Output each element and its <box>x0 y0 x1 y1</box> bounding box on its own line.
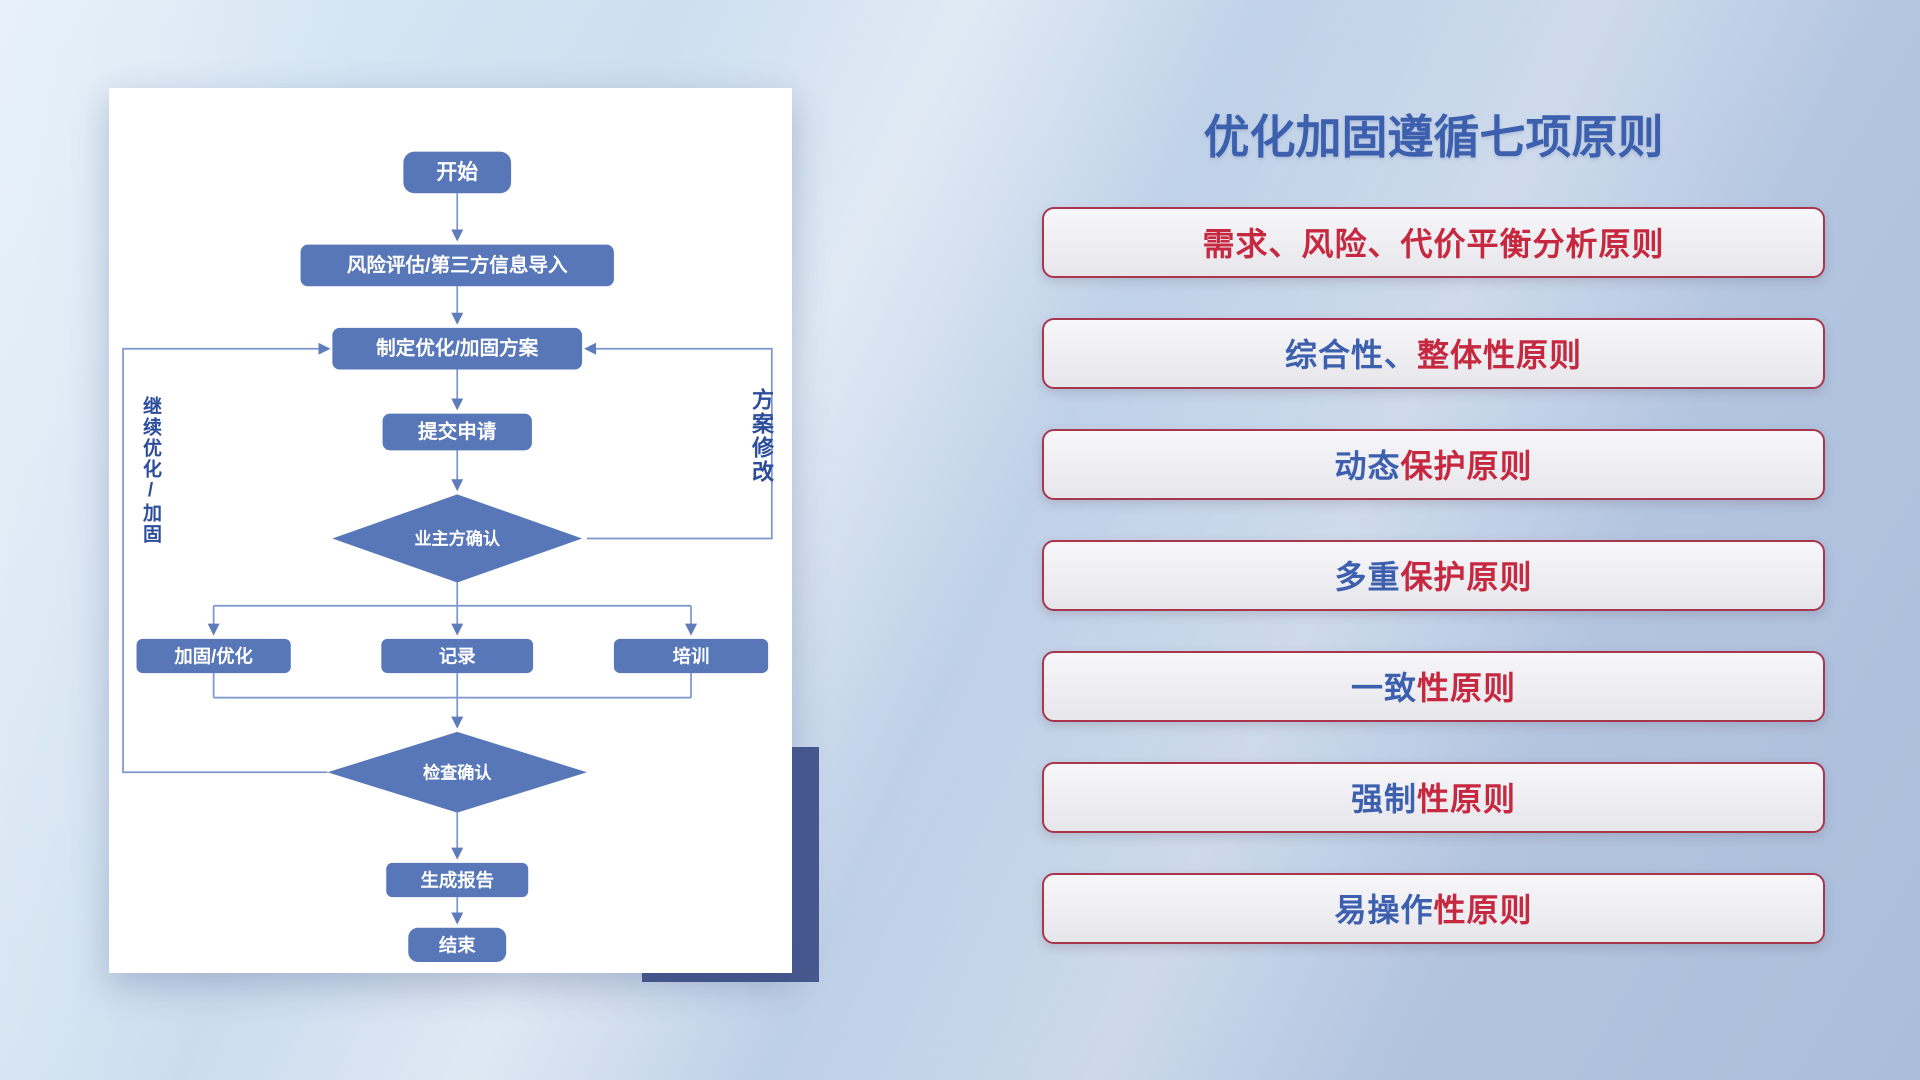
principle-text: 性原则 <box>1433 892 1533 929</box>
flow-node-risk-assessment: 风险评估/第三方信息导入 <box>300 244 614 287</box>
principle-item: 综合性、整体性原则 <box>1042 317 1825 389</box>
principles-list: 需求、风险、代价平衡分析原则综合性、整体性原则动态保护原则多重保护原则一致性原则… <box>1042 206 1825 944</box>
flow-node-reinforce-optimize: 加固/优化 <box>136 638 291 674</box>
svg-text:开始: 开始 <box>436 160 478 184</box>
svg-text:加固/优化: 加固/优化 <box>173 645 253 666</box>
flow-node-training: 培训 <box>613 638 769 674</box>
principle-text: 一致 <box>1350 670 1417 707</box>
flow-node-start: 开始 <box>403 151 512 194</box>
edge-plan-revision-loop <box>584 342 773 540</box>
principle-text: 动态 <box>1334 448 1401 485</box>
principle-text: 整体性原则 <box>1417 337 1583 374</box>
principle-item: 多重保护原则 <box>1042 539 1825 611</box>
principle-item: 需求、风险、代价平衡分析原则 <box>1042 206 1825 278</box>
principle-text: 保护原则 <box>1400 559 1533 596</box>
principle-text: 性原则 <box>1417 781 1517 818</box>
principle-text: 强制 <box>1350 781 1417 818</box>
flow-edges <box>122 193 773 925</box>
flowchart-card: 开始 风险评估/第三方信息导入 制定优化/加固方案 提交申请 业主方确认 加固/… <box>109 88 792 973</box>
flow-node-check-confirm: 检查确认 <box>327 731 587 813</box>
svg-text:结束: 结束 <box>439 934 476 955</box>
flow-node-end: 结束 <box>408 927 507 962</box>
principle-item: 动态保护原则 <box>1042 428 1825 500</box>
svg-text:提交申请: 提交申请 <box>418 420 497 443</box>
svg-text:生成报告: 生成报告 <box>421 869 494 890</box>
principles-panel: 优化加固遵循七项原则 需求、风险、代价平衡分析原则综合性、整体性原则动态保护原则… <box>1042 112 1825 944</box>
svg-text:风险评估/第三方信息导入: 风险评估/第三方信息导入 <box>347 253 568 276</box>
flow-node-owner-confirm: 业主方确认 <box>332 494 583 583</box>
edge-continue-loop <box>122 342 331 774</box>
flow-node-record: 记录 <box>381 638 534 674</box>
principle-text: 需求、风险、代价平衡分析原则 <box>1202 226 1665 263</box>
principle-text: 保护原则 <box>1400 448 1533 485</box>
svg-text:检查确认: 检查确认 <box>423 762 492 782</box>
flowchart-svg: 开始 风险评估/第三方信息导入 制定优化/加固方案 提交申请 业主方确认 加固/… <box>122 151 773 962</box>
principle-item: 一致性原则 <box>1042 650 1825 722</box>
flow-node-make-plan: 制定优化/加固方案 <box>332 327 583 370</box>
page-title: 优化加固遵循七项原则 <box>1203 111 1664 163</box>
svg-text:培训: 培训 <box>673 645 710 666</box>
principle-text: 易操作 <box>1334 892 1434 929</box>
principle-text: 性原则 <box>1417 670 1517 707</box>
edge-label-continue-optimize: 继续优化/加固 <box>140 396 161 545</box>
flow-node-submit-application: 提交申请 <box>382 413 532 451</box>
principle-text: 综合性、 <box>1284 337 1417 374</box>
principle-item: 易操作性原则 <box>1042 872 1825 944</box>
edge-label-plan-revision: 方案修改 <box>749 388 774 484</box>
flow-node-generate-report: 生成报告 <box>386 862 529 898</box>
principle-item: 强制性原则 <box>1042 761 1825 833</box>
svg-text:记录: 记录 <box>439 645 476 666</box>
principle-text: 多重 <box>1334 559 1401 596</box>
svg-text:业主方确认: 业主方确认 <box>414 528 500 548</box>
svg-text:制定优化/加固方案: 制定优化/加固方案 <box>376 337 538 360</box>
